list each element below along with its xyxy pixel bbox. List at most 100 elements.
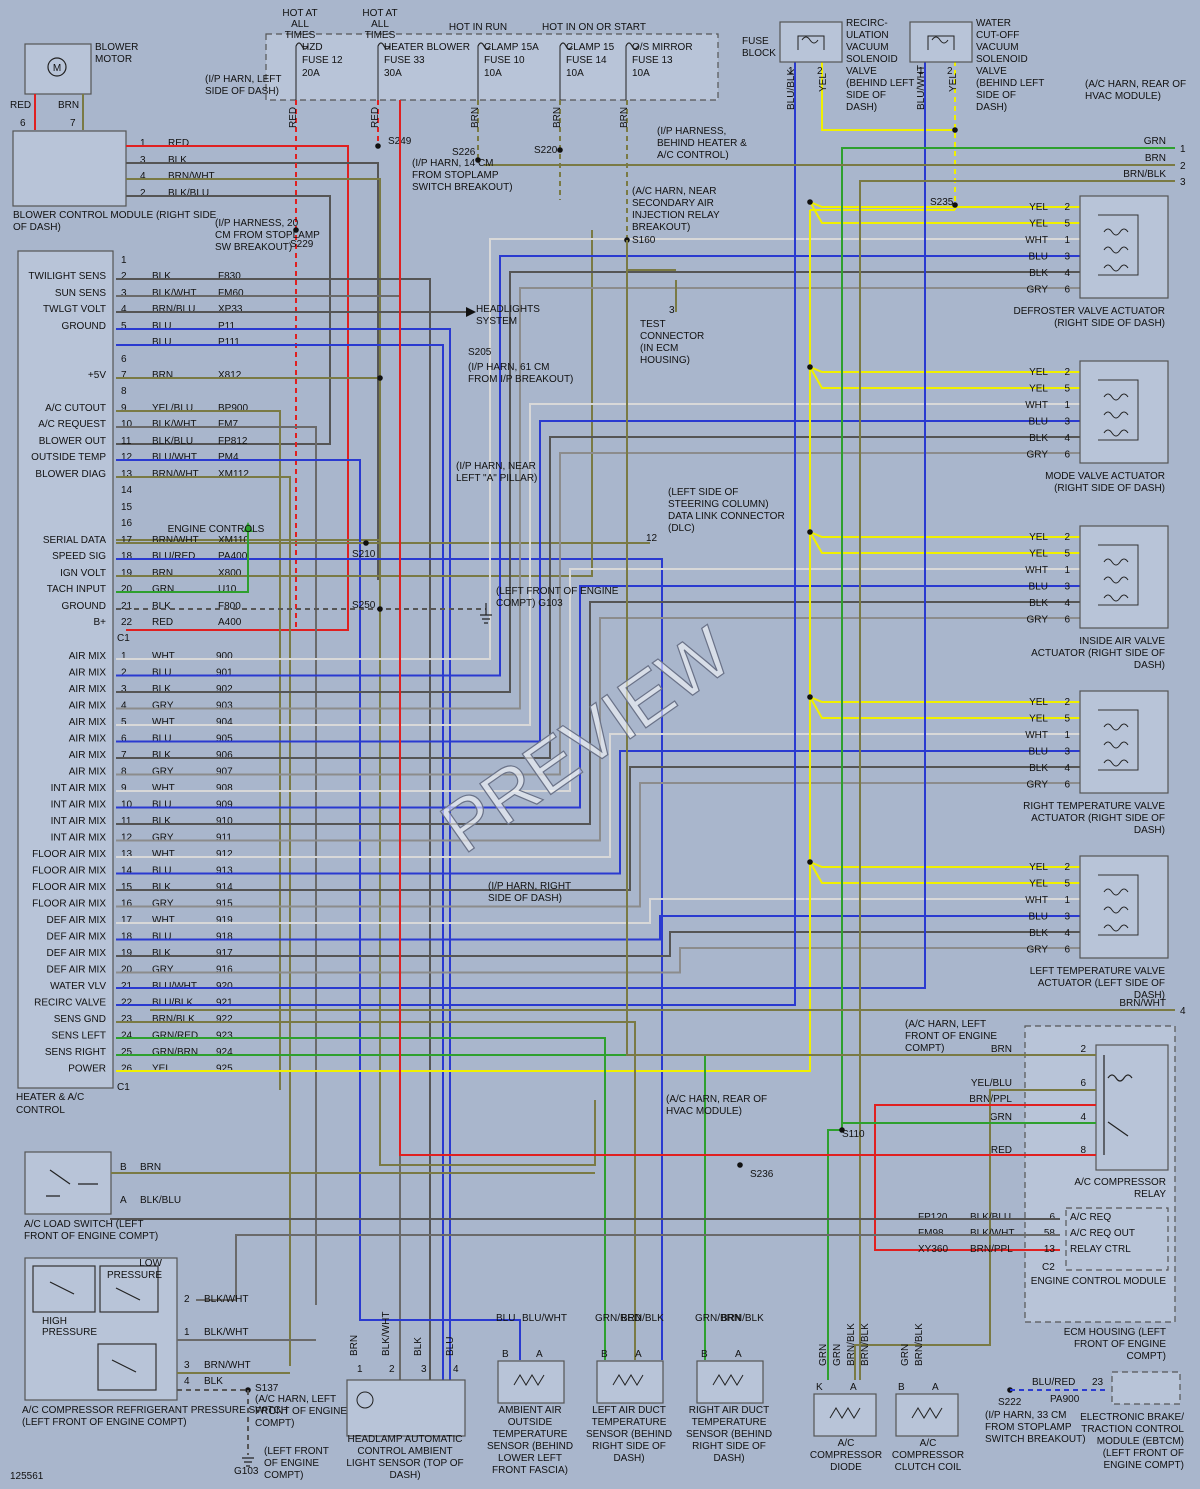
pin-label: 2 [1064, 367, 1070, 378]
pin-label: 3 [184, 1360, 190, 1371]
pin-label: B [701, 1349, 708, 1360]
wire-blk [116, 278, 431, 1380]
pin-label: 8 [121, 767, 127, 778]
wire-label: BLU [152, 866, 171, 877]
pin-label: 4 [1080, 1112, 1086, 1123]
actuator-name: DEFROSTER VALVE ACTUATOR(RIGHT SIDE OF D… [1013, 306, 1165, 329]
fuse-symbol [295, 42, 309, 50]
wire-yel [116, 210, 811, 1072]
pin-function-label: +5V [88, 370, 106, 381]
splice-dot [377, 606, 383, 612]
wire-bluwht [116, 60, 926, 989]
wire-label: BLU/WHT [152, 452, 197, 463]
pin-label: 6 [1064, 945, 1070, 956]
wire-label: BLK [152, 271, 171, 282]
circuit-label: 905 [216, 734, 233, 745]
pin-label: 7 [70, 118, 76, 129]
light-sensor-icon [356, 1391, 374, 1409]
motor-coil-icon [1103, 906, 1129, 914]
pin-function-label: SENS LEFT [52, 1031, 106, 1042]
wire-label: BLU [152, 337, 171, 348]
actuator-name: MODE VALVE ACTUATOR(RIGHT SIDE OF DASH) [1045, 471, 1165, 494]
pin-label: 8 [121, 386, 127, 397]
wire-label: BRN/WHT [152, 535, 199, 546]
pin-label: 6 [20, 118, 26, 129]
motor-icon [47, 57, 67, 77]
connector-label: C1 [117, 1082, 130, 1093]
pin-label: 2 [184, 1294, 190, 1305]
pressure-low-label: LOW [139, 1258, 162, 1269]
wire-brn [116, 230, 593, 577]
pin-label: 3 [140, 155, 146, 166]
splice-dot [807, 199, 813, 205]
circuit-label: XP33 [218, 304, 243, 315]
circuit-label: 917 [216, 948, 233, 959]
wire-label: WHT [152, 849, 175, 860]
circuit-label: 922 [216, 1014, 233, 1025]
wire-actuator [116, 452, 1080, 776]
wire-yel [809, 861, 1080, 884]
wire-brn [626, 240, 1096, 1056]
pin-function-label: FLOOR AIR MIX [32, 882, 106, 893]
wire-brnppl [874, 1104, 1096, 1251]
fuse-label: 10A [484, 68, 502, 79]
motor-coil-icon [1103, 924, 1129, 932]
wire-label: WHT [1025, 565, 1048, 576]
pin-label: 2 [1080, 1044, 1086, 1055]
ground-id: G103 [234, 1466, 259, 1477]
pin-label: 3 [1064, 747, 1070, 758]
pin-label: 10 [121, 419, 133, 430]
wire-blured [116, 558, 663, 1360]
circuit-label: PA900 [1050, 1394, 1080, 1405]
ecm-name: ENGINE CONTROL MODULE [1031, 1276, 1167, 1287]
wire-label: BLU [152, 932, 171, 943]
wire-label: YEL [1029, 367, 1048, 378]
fuse-label: HZD [302, 42, 323, 53]
pin-label: 3 [121, 288, 127, 299]
pin-label: 3 [1064, 417, 1070, 428]
pin-label: 21 [121, 601, 133, 612]
wire-label: BLU/RED [152, 551, 195, 562]
coil-icon [801, 36, 819, 44]
fuse-header: HOT IN ON OR START [542, 22, 646, 33]
wire-label: BRN [152, 370, 173, 381]
wire-label: BLK [152, 882, 171, 893]
wire-blk [126, 162, 379, 580]
circuit-label: 902 [216, 684, 233, 695]
sensor-box [596, 1360, 664, 1404]
circuit-label: XM112 [218, 469, 249, 480]
pin-label: 5 [1064, 879, 1070, 890]
fuse-label: FUSE 10 [484, 55, 525, 66]
thermistor-icon [712, 1374, 744, 1386]
pin-function-label: GROUND [62, 601, 106, 612]
circuit-label: 903 [216, 701, 233, 712]
splice-dot [737, 1162, 743, 1168]
ac-compressor-relay [1095, 1044, 1169, 1171]
wire-label: GRN [990, 1112, 1012, 1123]
pin-label: 5 [1064, 384, 1070, 395]
wire-blkblu [116, 195, 331, 445]
pin-label: A [635, 1349, 642, 1360]
pin-label: 6 [1080, 1078, 1086, 1089]
pin-function-label: DEF AIR MIX [47, 965, 107, 976]
circuit-label: XM110 [218, 535, 249, 546]
pin-function-label: AIR MIX [69, 684, 107, 695]
pin-label: 26 [121, 1064, 133, 1075]
pin-function-label: AIR MIX [69, 750, 107, 761]
pin-function-label: GROUND [62, 321, 106, 332]
wire-label: WHT [152, 651, 175, 662]
wire-label: BLU/RED [1032, 1377, 1075, 1388]
pin-label: 1 [918, 66, 924, 77]
wire-label: RED [168, 138, 189, 149]
motor-coil-icon [1103, 594, 1129, 602]
wire-label: BRN [991, 1044, 1012, 1055]
pin-function-label: SERIAL DATA [43, 535, 106, 546]
circuit-label: 919 [216, 915, 233, 926]
